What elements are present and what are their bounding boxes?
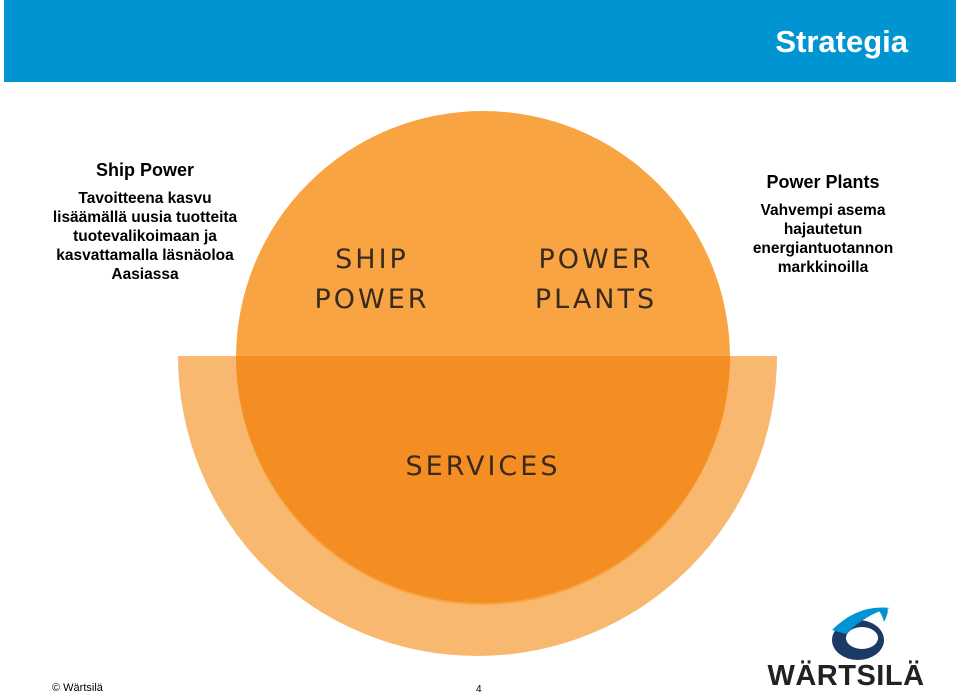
ship-label-line1: SHIP bbox=[335, 244, 409, 275]
plants-label-line1: POWER bbox=[538, 244, 653, 275]
page-number: 4 bbox=[476, 684, 482, 695]
footer-copyright: © Wärtsilä bbox=[52, 682, 103, 694]
power-plants-body: Vahvempi asema hajautetun energiantuotan… bbox=[728, 201, 918, 277]
ship-power-title: Ship Power bbox=[95, 160, 194, 180]
wartsila-logo-text: WÄRTSILÄ bbox=[767, 660, 925, 692]
wartsila-swoosh-icon bbox=[832, 607, 890, 660]
ship-power-line: tuotevalikoimaan ja bbox=[73, 228, 217, 245]
power-plants-line: Vahvempi asema bbox=[760, 202, 886, 219]
power-plants-title: Power Plants bbox=[766, 172, 880, 192]
power-plants-line: energiantuotannon bbox=[752, 240, 894, 257]
ship-label-line2: POWER bbox=[314, 284, 429, 315]
ship-power-line: Tavoitteena kasvu bbox=[78, 190, 212, 207]
header-bar: Strategia bbox=[4, 0, 956, 82]
ship-power-description: Ship Power Tavoitteena kasvu lisäämällä … bbox=[30, 160, 260, 284]
services-core bbox=[236, 356, 730, 603]
slide-title: Strategia bbox=[775, 24, 908, 59]
ship-power-body: Tavoitteena kasvu lisäämällä uusia tuott… bbox=[30, 189, 260, 284]
services-label: SERVICES bbox=[406, 451, 561, 482]
power-plants-description: Power Plants Vahvempi asema hajautetun e… bbox=[728, 172, 918, 277]
ship-power-line: lisäämällä uusia tuotteita bbox=[52, 209, 238, 226]
plants-label-line2: PLANTS bbox=[535, 284, 657, 315]
ship-power-line: kasvattamalla läsnäoloa bbox=[56, 247, 234, 264]
power-plants-line: hajautetun bbox=[783, 221, 863, 238]
power-plants-line: markkinoilla bbox=[777, 259, 869, 276]
ship-power-line: Aasiassa bbox=[111, 266, 179, 283]
wartsila-logo: WÄRTSILÄ bbox=[766, 600, 926, 696]
